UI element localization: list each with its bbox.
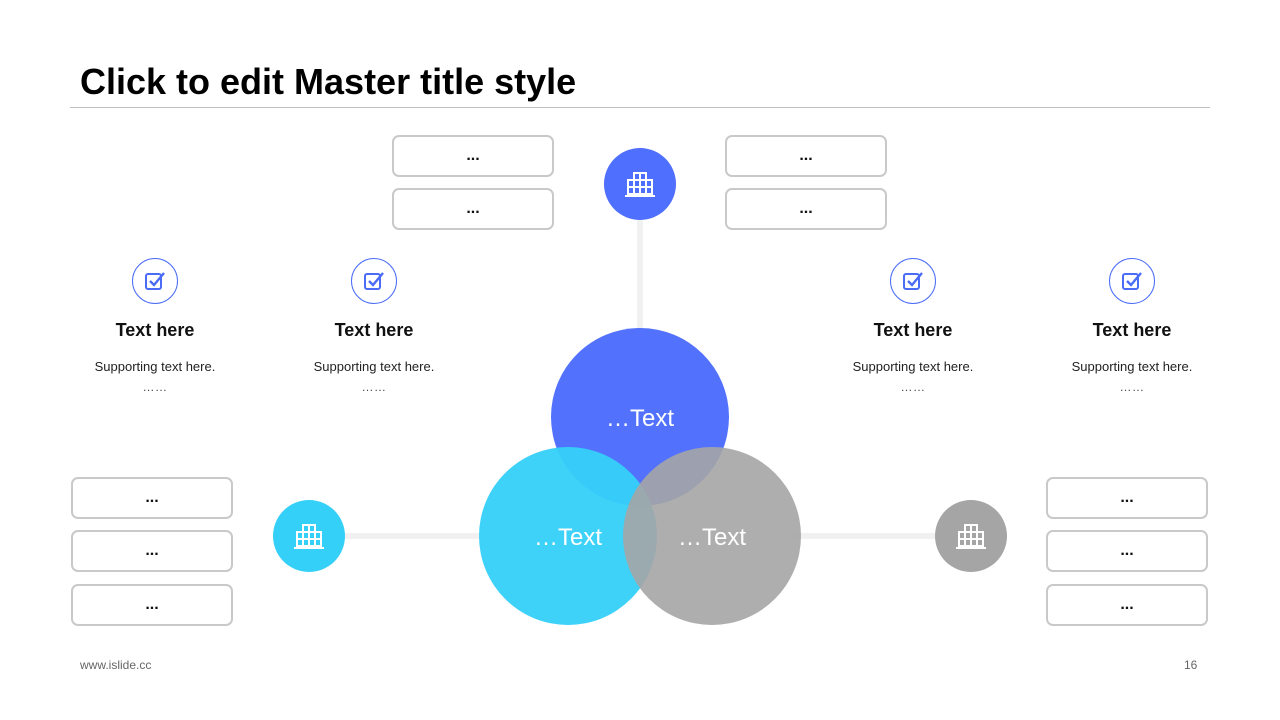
building-icon bbox=[294, 524, 324, 549]
checkbox-icon bbox=[132, 258, 178, 304]
feature-3: Text here Supporting text here. …… bbox=[823, 258, 1003, 394]
hub-left[interactable] bbox=[273, 500, 345, 572]
feature-title[interactable]: Text here bbox=[1092, 320, 1172, 340]
building-icon bbox=[625, 172, 655, 197]
hub-right[interactable] bbox=[935, 500, 1007, 572]
left-box-3[interactable]: ... bbox=[71, 584, 233, 626]
right-box-2[interactable]: ... bbox=[1046, 530, 1208, 572]
venn-label-top[interactable]: …Text bbox=[606, 405, 674, 432]
slide-title[interactable]: Click to edit Master title style bbox=[80, 61, 577, 102]
hub-top[interactable] bbox=[604, 148, 676, 220]
top-left-box-2[interactable]: ... bbox=[392, 188, 554, 230]
feature-title[interactable]: Text here bbox=[334, 320, 414, 340]
feature-text[interactable]: Supporting text here. bbox=[852, 359, 974, 374]
connector-top bbox=[637, 200, 643, 340]
feature-text[interactable]: Supporting text here. bbox=[94, 359, 216, 374]
feature-text[interactable]: Supporting text here. bbox=[313, 359, 435, 374]
left-box-2[interactable]: ... bbox=[71, 530, 233, 572]
right-box-3[interactable]: ... bbox=[1046, 584, 1208, 626]
feature-dots: …… bbox=[142, 380, 168, 394]
checkbox-icon bbox=[1109, 258, 1155, 304]
feature-dots: …… bbox=[1119, 380, 1145, 394]
checkbox-icon bbox=[351, 258, 397, 304]
connector-left bbox=[320, 533, 500, 539]
page-number: 16 bbox=[1184, 658, 1198, 672]
right-box-1[interactable]: ... bbox=[1046, 477, 1208, 519]
connector-right bbox=[790, 533, 960, 539]
top-left-box-1[interactable]: ... bbox=[392, 135, 554, 177]
title-divider bbox=[70, 107, 1210, 108]
feature-dots: …… bbox=[900, 380, 926, 394]
feature-dots: …… bbox=[361, 380, 387, 394]
venn-circle-right[interactable] bbox=[623, 447, 801, 625]
feature-1: Text here Supporting text here. …… bbox=[65, 258, 245, 394]
building-icon bbox=[956, 524, 986, 549]
venn-label-left[interactable]: …Text bbox=[534, 524, 602, 551]
feature-2: Text here Supporting text here. …… bbox=[284, 258, 464, 394]
top-right-box-1[interactable]: ... bbox=[725, 135, 887, 177]
checkbox-icon bbox=[890, 258, 936, 304]
feature-title[interactable]: Text here bbox=[115, 320, 195, 340]
venn-circle-left[interactable] bbox=[479, 447, 657, 625]
feature-text[interactable]: Supporting text here. bbox=[1071, 359, 1193, 374]
venn-label-right[interactable]: …Text bbox=[678, 524, 746, 551]
feature-4: Text here Supporting text here. …… bbox=[1042, 258, 1222, 394]
left-box-1[interactable]: ... bbox=[71, 477, 233, 519]
top-right-box-2[interactable]: ... bbox=[725, 188, 887, 230]
feature-title[interactable]: Text here bbox=[873, 320, 953, 340]
footer-url: www.islide.cc bbox=[80, 658, 152, 672]
